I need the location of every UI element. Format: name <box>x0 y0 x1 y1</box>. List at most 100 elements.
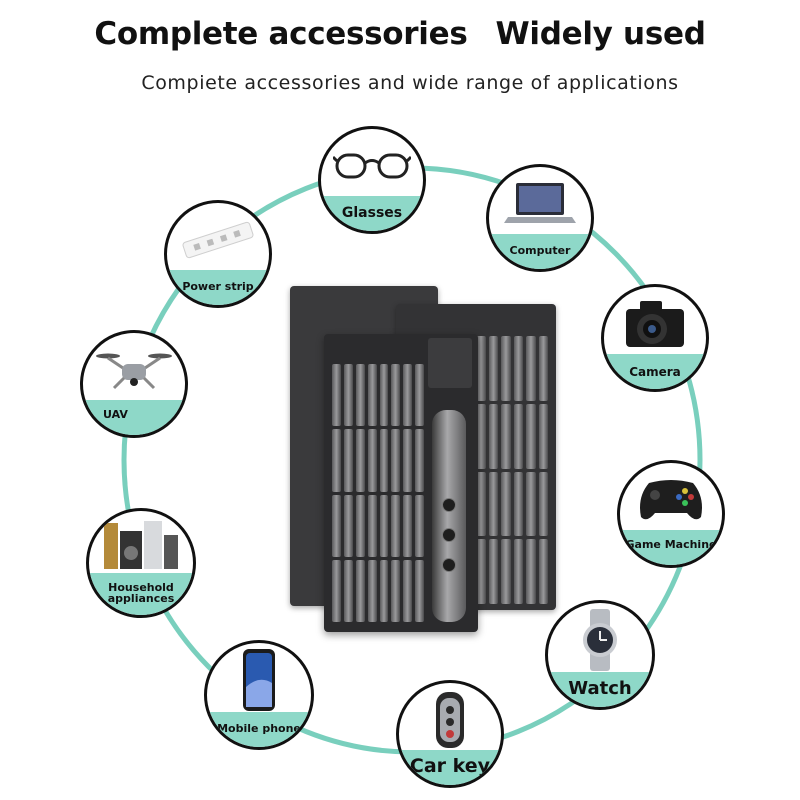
camera-icon <box>604 287 706 360</box>
screwdriver-bit <box>538 403 548 469</box>
bubble-label: Glasses <box>341 205 403 222</box>
screwdriver-bit <box>343 494 353 557</box>
screwdriver-bit <box>367 494 377 557</box>
screwdriver-bit <box>391 494 401 557</box>
screwdriver-bit <box>391 429 401 492</box>
bubble-label: Power strip <box>182 280 254 294</box>
label-band <box>548 671 652 707</box>
power-strip-icon <box>167 203 269 276</box>
screwdriver-bit <box>415 559 424 622</box>
laptop-icon <box>489 167 591 240</box>
drone-icon <box>83 333 185 406</box>
screwdriver-bit <box>476 403 486 469</box>
screwdriver-bit <box>332 364 341 427</box>
label-band <box>167 270 269 305</box>
screwdriver-bit <box>513 403 523 469</box>
screwdriver-bit <box>343 429 353 492</box>
screwdriver-bit <box>343 364 353 427</box>
screwdriver-bit <box>476 336 486 401</box>
screwdriver-bit <box>513 471 523 537</box>
screwdriver-bit <box>367 364 377 427</box>
screwdriver-bit <box>355 559 365 622</box>
screwdriver-bit <box>379 364 389 427</box>
screwdriver-bit <box>379 559 389 622</box>
screwdriver-bit <box>379 429 389 492</box>
screwdriver-bit <box>501 336 511 401</box>
label-band <box>604 354 706 389</box>
screwdriver-bit <box>403 429 413 492</box>
screwdriver-bit <box>332 559 341 622</box>
screwdriver-bit <box>332 494 341 557</box>
label-band <box>89 573 193 615</box>
screwdriver-bit <box>367 559 377 622</box>
screwdriver-bit <box>488 403 498 469</box>
label-band <box>489 234 591 269</box>
screwdriver-bit <box>403 494 413 557</box>
bubble-label: UAV <box>103 408 128 422</box>
screwdriver-bit <box>403 364 413 427</box>
screwdriver-bit <box>501 539 511 604</box>
screwdriver-bit <box>501 403 511 469</box>
screwdriver-bit <box>403 559 413 622</box>
screwdriver-bit <box>355 494 365 557</box>
screwdriver-bit <box>513 539 523 604</box>
appliances-icon <box>89 511 193 578</box>
screwdriver-bit <box>526 471 536 537</box>
title-right: Widely used <box>495 16 706 52</box>
page-subtitle: Compiete accessories and wide range of a… <box>141 72 679 94</box>
label-band <box>620 530 722 565</box>
bubble-uav: UAV <box>80 330 188 438</box>
screwdriver-bit <box>476 539 486 604</box>
screwdriver-bit <box>415 364 424 427</box>
screwdriver-bit <box>343 559 353 622</box>
gamepad-icon <box>620 463 722 536</box>
screwdriver-bit <box>355 364 365 427</box>
screwdriver-bit <box>538 539 548 604</box>
bubble-label: Mobile phone <box>217 722 301 736</box>
car-key-icon <box>399 683 501 756</box>
screwdriver-bit <box>415 429 424 492</box>
bubble-label: Camera <box>629 365 681 380</box>
bubble-label: Household appliances <box>107 580 175 606</box>
driver-button <box>442 528 456 542</box>
driver-button <box>442 558 456 572</box>
bubble-mobile-phone: Mobile phone <box>204 640 314 750</box>
bubble-car-key: Car key <box>396 680 504 788</box>
screwdriver-bit <box>538 471 548 537</box>
screwdriver-bit <box>476 471 486 537</box>
bubble-label: Game Machine <box>625 538 717 552</box>
electric-screwdriver <box>432 410 466 622</box>
title-left: Complete accessories <box>94 16 468 52</box>
watch-icon <box>548 603 652 678</box>
page-title: Complete accessories Widely used <box>0 16 800 52</box>
label-band <box>321 196 423 231</box>
bubble-label: Computer <box>509 244 571 258</box>
bit-rack-front <box>332 364 424 622</box>
screwdriver-bit <box>488 471 498 537</box>
bit-rack-back <box>476 336 548 604</box>
label-band <box>83 400 185 435</box>
bubble-label: Watch <box>568 678 632 700</box>
screwdriver-bit <box>367 429 377 492</box>
bubble-power-strip: Power strip <box>164 200 272 308</box>
screwdriver-bit <box>538 336 548 401</box>
screwdriver-bit <box>526 539 536 604</box>
label-band <box>399 750 501 785</box>
screwdriver-bit <box>332 429 341 492</box>
screwdriver-bit <box>488 336 498 401</box>
bubble-computer: Computer <box>486 164 594 272</box>
bubble-label: Car key <box>409 755 491 778</box>
bubble-watch: Watch <box>545 600 655 710</box>
screwdriver-bit <box>513 336 523 401</box>
screwdriver-bit <box>488 539 498 604</box>
driver-button <box>442 498 456 512</box>
label-band <box>207 711 311 747</box>
screwdriver-bit <box>526 403 536 469</box>
glasses-icon <box>321 129 423 202</box>
screwdriver-bit <box>391 364 401 427</box>
screwdriver-bit <box>526 336 536 401</box>
bubble-household-appliances: Household appliances <box>86 508 196 618</box>
bubble-camera: Camera <box>601 284 709 392</box>
screwdriver-bit <box>501 471 511 537</box>
bubble-game-machine: Game Machine <box>617 460 725 568</box>
